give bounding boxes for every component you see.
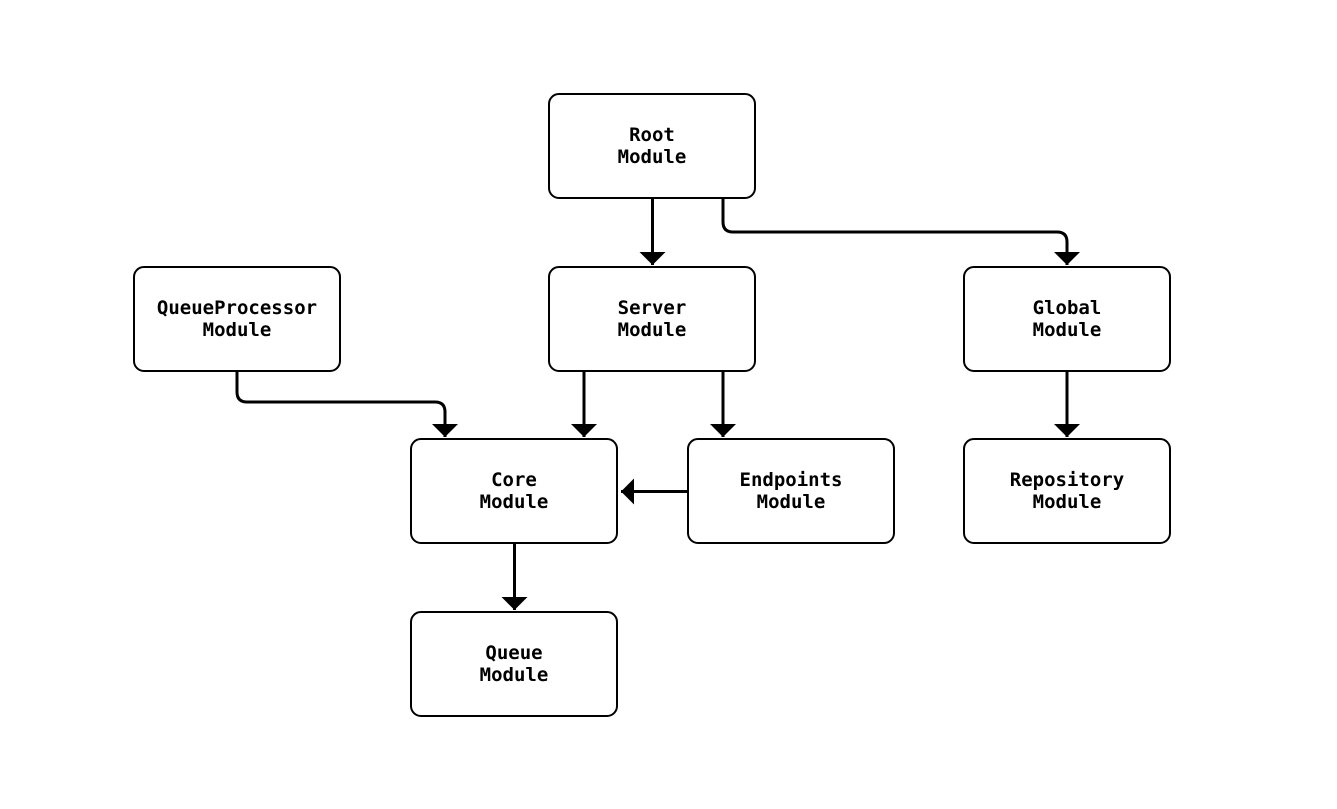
node-repository-module-label: Repository Module (1009, 469, 1125, 513)
node-queue-module: Queue Module (410, 611, 618, 717)
node-global-module: Global Module (963, 266, 1171, 372)
node-global-module-label: Global Module (1032, 297, 1102, 341)
node-core-module: Core Module (410, 438, 618, 544)
node-root-module-label: Root Module (617, 124, 687, 168)
node-queue-module-label: Queue Module (479, 642, 549, 686)
node-server-module-label: Server Module (617, 297, 687, 341)
edge-root-global (721, 198, 1080, 265)
edge-queueprocessor-core (235, 372, 458, 437)
node-root-module: Root Module (548, 93, 756, 199)
node-endpoints-module-label: Endpoints Module (739, 469, 843, 513)
node-server-module: Server Module (548, 266, 756, 372)
node-repository-module: Repository Module (963, 438, 1171, 544)
node-core-module-label: Core Module (479, 469, 549, 513)
node-queueprocessor-module: QueueProcessor Module (133, 266, 341, 372)
node-queueprocessor-module-label: QueueProcessor Module (156, 297, 318, 341)
node-endpoints-module: Endpoints Module (687, 438, 895, 544)
